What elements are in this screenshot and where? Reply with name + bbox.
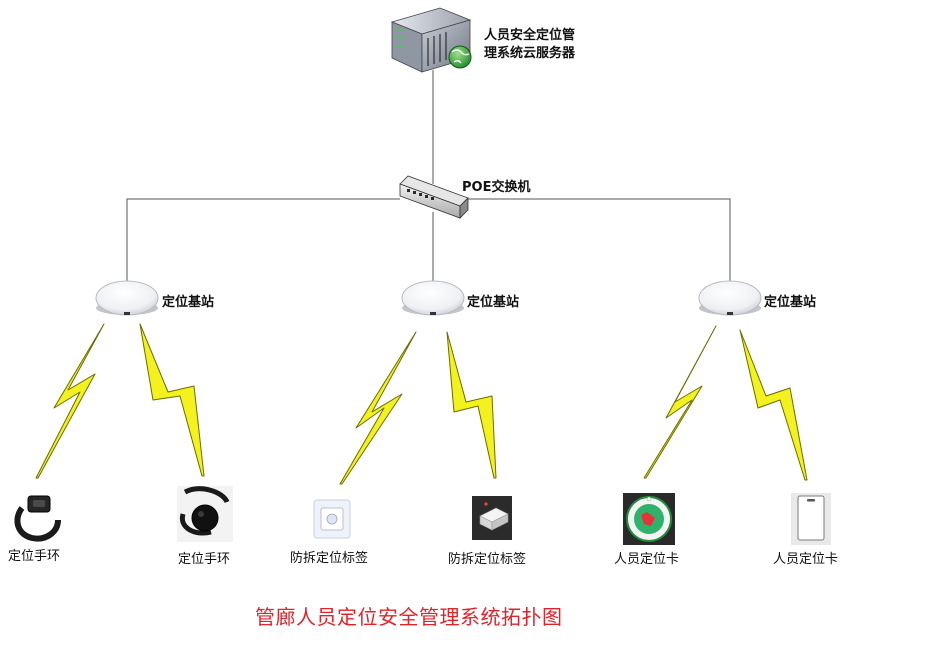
base-station-label: 定位基站 [162,295,215,310]
device-label: 定位手环 [178,552,231,567]
server-label-line1: 人员安全定位管 [484,28,576,43]
device-label: 人员定位卡 [773,552,839,567]
server-label: 人员安全定位管 理系统云服务器 [484,27,575,63]
wireless-signal-icon [739,329,808,481]
wireless-signal-icon [339,331,417,485]
base-station-icon [95,280,159,316]
base-station-label: 定位基站 [467,295,520,310]
base-station-icon [401,280,465,316]
id-card-icon [791,493,831,545]
device-label: 人员定位卡 [614,552,680,567]
wireless-signal-icon [139,323,205,477]
server-label-line2: 理系统云服务器 [484,46,576,61]
switch-label: POE交换机 [462,180,531,195]
server-icon [390,7,472,73]
round-id-card-icon [623,493,675,545]
switch-to-station-right-line [466,198,731,282]
connection-lines [126,70,731,282]
tamper-tag-icon [313,499,351,539]
diagram-caption: 管廊人员定位安全管理系统拓扑图 [255,605,563,629]
wireless-signal-icon [446,331,497,479]
base-station-icon [698,280,762,316]
switch-to-station-left-line [126,198,400,282]
tamper-tag-icon [472,496,512,540]
network-switch-icon [399,175,469,219]
device-label: 定位手环 [8,549,61,564]
wireless-signal-icon [643,325,717,479]
base-station-label: 定位基站 [764,295,817,310]
device-label: 防拆定位标签 [448,552,527,567]
wristband-icon [14,495,61,542]
globe-icon [448,45,472,69]
device-label: 防拆定位标签 [290,551,369,566]
wristband-icon [177,486,233,542]
wireless-signal-icon [35,323,105,479]
